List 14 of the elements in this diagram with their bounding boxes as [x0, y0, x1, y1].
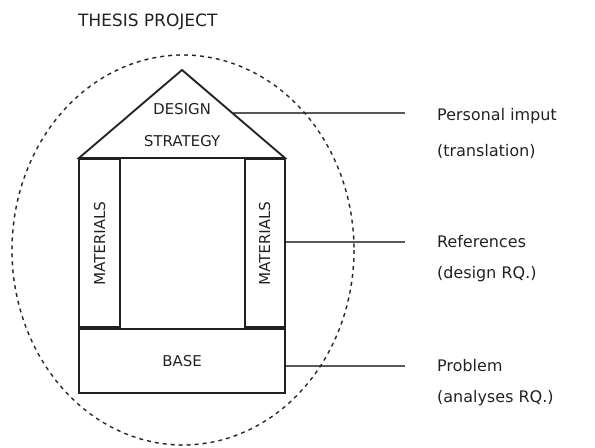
annotation: References (design RQ.) — [437, 231, 538, 284]
heading: THESIS PROJECT — [78, 10, 218, 32]
pillar — [244, 158, 286, 328]
leader-line — [286, 365, 405, 367]
roof-label: DESIGN STRATEGY — [142, 99, 222, 152]
base-label: BASE — [162, 352, 202, 370]
base-box — [78, 328, 286, 394]
pillar-label: MATERIALS — [90, 201, 110, 285]
leader-line — [286, 241, 405, 243]
pillar — [78, 158, 121, 328]
annotation: Problem (analyses RQ.) — [437, 355, 555, 408]
annotation: Personal imput (translation) — [437, 104, 558, 162]
pillar-label: MATERIALS — [255, 201, 275, 285]
leader-line — [233, 112, 405, 114]
